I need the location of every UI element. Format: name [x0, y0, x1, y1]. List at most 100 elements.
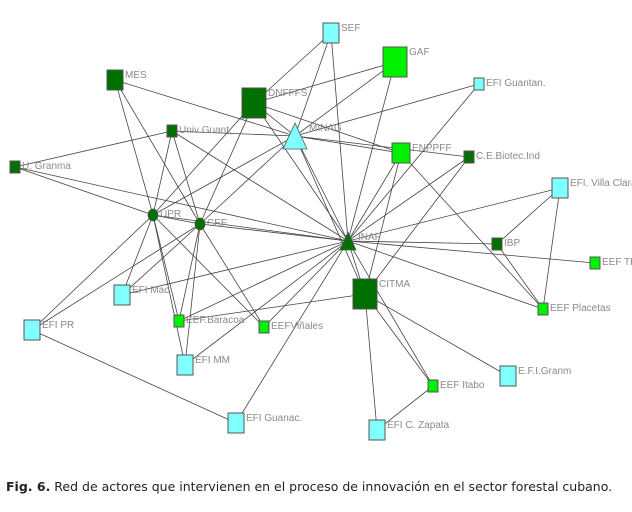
- caption-label: Fig. 6.: [6, 479, 51, 494]
- node-IBP[interactable]: IBP: [491, 237, 520, 251]
- node-MINAG[interactable]: MINAG: [282, 122, 342, 150]
- node-circle-shape: [147, 208, 159, 222]
- node-EEFVinales[interactable]: EEFViñales: [258, 320, 323, 334]
- node-square-shape: [106, 69, 124, 91]
- node-square-shape: [173, 314, 185, 328]
- edge-DNFFFS-CEF: [199, 102, 255, 225]
- edge-DNFFFS-UPR: [152, 102, 255, 216]
- node-GAF[interactable]: GAF: [382, 46, 430, 78]
- edge-UPR-EFIPR: [31, 214, 154, 331]
- edge-ENPPFF-EEFPlacetas: [400, 152, 544, 310]
- node-label: MES: [125, 70, 147, 81]
- node-EFIGuanac[interactable]: EFI Guanac.: [227, 412, 302, 434]
- node-EFIPR[interactable]: EFI PR: [23, 319, 74, 341]
- edge-EFIPR-EFIGuanac: [31, 329, 237, 424]
- node-UnivGuant[interactable]: Univ Guant.: [166, 124, 232, 138]
- node-SEF[interactable]: SEF: [322, 22, 360, 44]
- edge-ENPPFF-CITMA: [364, 152, 402, 295]
- node-CITMA[interactable]: CITMA: [352, 278, 410, 310]
- node-square-shape: [176, 354, 194, 376]
- node-CEF[interactable]: CEF: [194, 217, 227, 231]
- node-label: EEF TFr: [602, 257, 632, 268]
- node-label: IBP: [504, 238, 520, 249]
- node-EEFPlacetas[interactable]: EEF Placetas: [537, 302, 611, 316]
- node-square-shape: [463, 150, 475, 164]
- edge-MINAG-CEF: [199, 135, 296, 225]
- node-square-shape: [427, 379, 439, 393]
- edge-GAF-DNFFFS: [253, 61, 396, 104]
- node-label: INAF: [358, 232, 381, 243]
- node-label: ENPPFF: [412, 143, 451, 154]
- edge-DNFFFS-ENPPFF: [253, 102, 402, 154]
- edge-GAF-MINAG: [294, 61, 396, 137]
- edge-EFIVillaClara-EEFPlacetas: [542, 187, 561, 310]
- node-label: EEFViñales: [271, 321, 323, 332]
- edge-CEF-EEFBaracoa: [178, 223, 201, 322]
- edge-INAF-EFIMac: [121, 240, 349, 296]
- node-CEBiotec[interactable]: C.E.Biotec.Ind: [463, 150, 540, 164]
- node-square-shape: [241, 87, 267, 119]
- node-EEFItabo[interactable]: EEF Itabo: [427, 379, 485, 393]
- node-square-shape: [258, 320, 270, 334]
- node-square-shape: [23, 319, 41, 341]
- node-UGranma[interactable]: U. Granma: [9, 160, 71, 174]
- edge-INAF-IBP: [347, 240, 498, 245]
- edge-CEBiotec-INAF: [347, 156, 470, 242]
- node-square-shape: [499, 365, 517, 387]
- edge-EFIVillaClara-IBP: [496, 187, 561, 245]
- edge-UnivGuant-MINAG: [171, 130, 296, 137]
- edge-SEF-DNFFFS: [253, 32, 332, 104]
- node-square-shape: [322, 22, 340, 44]
- node-INAF[interactable]: INAF: [339, 231, 381, 251]
- node-label: EFI. Villa Clara: [570, 178, 632, 189]
- edge-INAF-EFIGuanac: [235, 240, 349, 424]
- node-label: C.E.Biotec.Ind: [476, 151, 540, 162]
- node-square-shape: [551, 177, 569, 199]
- node-triangle-shape: [339, 231, 357, 251]
- node-EFIGuantan[interactable]: EFI Guantan.: [473, 77, 545, 91]
- node-square-shape: [589, 256, 601, 270]
- edge-INAF-EEFItabo: [347, 240, 434, 387]
- node-square-shape: [113, 284, 131, 306]
- edge-MES-UPR: [114, 79, 154, 216]
- node-label: EFI MM: [195, 355, 230, 366]
- actor-network-diagram: SEF GAF EFI Guantan. MES DNFFFS MINAG Univ Gua…: [9, 22, 632, 441]
- edge-CEF-INAF: [199, 223, 349, 242]
- node-EEFTFr[interactable]: EEF TFr: [589, 256, 632, 270]
- node-square-shape: [537, 302, 549, 316]
- node-label: EEF Placetas: [550, 303, 611, 314]
- edge-UPR-CEF: [152, 214, 201, 225]
- node-EFIVillaClara[interactable]: EFI. Villa Clara: [551, 177, 632, 199]
- edge-CEF-EFIMac: [121, 223, 201, 296]
- edge-UnivGuant-CEF: [171, 130, 201, 225]
- node-EFICZapata[interactable]: EFI C. Zapata: [368, 419, 450, 441]
- node-triangle-shape: [282, 122, 308, 150]
- edge-SEF-MINAG: [294, 32, 332, 137]
- node-UPR[interactable]: UPR: [147, 208, 181, 222]
- node-DNFFFS[interactable]: DNFFFS: [241, 87, 308, 119]
- node-ENPPFF[interactable]: ENPPFF: [391, 142, 451, 164]
- node-square-shape: [227, 412, 245, 434]
- edge-MINAG-INAF: [294, 135, 349, 242]
- node-square-shape: [491, 237, 503, 251]
- edge-INAF-EEFBaracoa: [178, 240, 349, 322]
- node-square-shape: [368, 419, 386, 441]
- node-label: SEF: [341, 23, 360, 34]
- edge-EFIVillaClara-INAF: [347, 187, 561, 242]
- node-MES[interactable]: MES: [106, 69, 147, 91]
- edge-UnivGuant-INAF: [171, 130, 349, 242]
- edge-CEF-EFIMM: [184, 223, 201, 366]
- edge-UnivGuant-UGranma: [14, 130, 173, 168]
- node-square-shape: [352, 278, 378, 310]
- edge-MINAG-CITMA: [294, 135, 366, 295]
- node-EFIMM[interactable]: EFI MM: [176, 354, 230, 376]
- node-label: UPR: [160, 209, 181, 220]
- node-EEFBaracoa[interactable]: EEF.Baracoa: [173, 314, 245, 328]
- edge-UnivGuant-UPR: [152, 130, 173, 216]
- edge-INAF-EEFVinales: [263, 240, 349, 328]
- edge-MES-CEF: [114, 79, 201, 225]
- node-EFIMac[interactable]: EFI Mac: [113, 284, 169, 306]
- node-square-shape: [9, 160, 21, 174]
- edge-CITMA-EEFBaracoa: [178, 293, 366, 322]
- node-EFIGranm[interactable]: E.F.I.Granm: [499, 365, 571, 387]
